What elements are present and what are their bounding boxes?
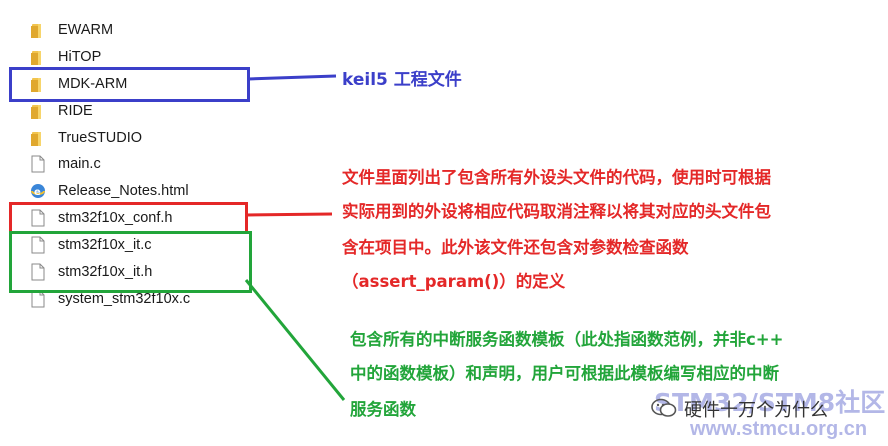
file-name: stm32f10x_it.h — [58, 264, 153, 280]
file-name: Release_Notes.html — [58, 183, 189, 199]
file-row-release-notes-html[interactable]: e Release_Notes.html — [30, 179, 260, 203]
blue-connector — [248, 74, 337, 81]
file-icon — [30, 209, 46, 227]
watermark-site-title: STM32/STM8社区 — [654, 388, 886, 417]
folder-icon — [30, 21, 46, 39]
file-row-ewarm[interactable]: EWARM — [30, 18, 260, 42]
file-name: MDK-ARM — [58, 76, 128, 92]
green-connector — [244, 279, 346, 401]
file-row-truestudio[interactable]: TrueSTUDIO — [30, 126, 260, 150]
watermark-site-url: www.stmcu.org.cn — [690, 418, 868, 440]
file-row-stm32f10x-it-h[interactable]: stm32f10x_it.h — [30, 260, 260, 284]
conf-callout-line-4: （assert_param()）的定义 — [342, 272, 566, 291]
conf-callout-line-3: 含在项目中。此外该文件还包含对参数检查函数 — [342, 238, 689, 257]
wechat-icon — [651, 398, 677, 417]
file-icon — [30, 236, 46, 254]
it-callout-line-1: 包含所有的中断服务函数模板（此处指函数范例，并非c++ — [350, 330, 784, 349]
it-callout-line-2: 中的函数模板）和声明，用户可根据此模板编写相应的中断 — [350, 364, 779, 383]
folder-icon — [30, 102, 46, 120]
file-row-stm32f10x-it-c[interactable]: stm32f10x_it.c — [30, 233, 260, 257]
file-row-hitop[interactable]: HiTOP — [30, 45, 260, 69]
file-name: RIDE — [58, 103, 93, 119]
conf-callout-line-2: 实际用到的外设将相应代码取消注释以将其对应的头文件包 — [342, 202, 771, 221]
it-callout-line-3: 服务函数 — [350, 400, 416, 419]
html-file-icon: e — [30, 182, 46, 200]
keil-callout-text: keil5 工程文件 — [342, 70, 462, 90]
file-row-stm32f10x-conf-h[interactable]: stm32f10x_conf.h — [30, 206, 260, 230]
file-icon — [30, 155, 46, 173]
file-row-mdk-arm[interactable]: MDK-ARM — [30, 72, 260, 96]
file-name: stm32f10x_conf.h — [58, 210, 173, 226]
red-connector — [246, 212, 333, 217]
file-row-system-stm32f10x-c[interactable]: system_stm32f10x.c — [30, 287, 260, 311]
file-name: HiTOP — [58, 49, 102, 65]
file-name: system_stm32f10x.c — [58, 291, 191, 307]
file-row-ride[interactable]: RIDE — [30, 99, 260, 123]
svg-text:e: e — [34, 187, 41, 198]
mdk-arm-highlight-box — [9, 67, 250, 102]
watermark-wechat-badge — [651, 397, 677, 419]
file-name: main.c — [58, 156, 101, 172]
conf-h-highlight-box — [9, 202, 248, 234]
file-name: stm32f10x_it.c — [58, 237, 152, 253]
watermark-channel-name: 硬件十万个为什么 — [684, 400, 828, 421]
folder-icon — [30, 48, 46, 66]
folder-icon — [30, 129, 46, 147]
folder-icon — [30, 75, 46, 93]
file-icon — [30, 263, 46, 281]
it-files-highlight-box — [9, 231, 252, 293]
conf-callout-line-1: 文件里面列出了包含所有外设头文件的代码，使用时可根据 — [342, 168, 771, 187]
file-row-main-c[interactable]: main.c — [30, 152, 260, 176]
file-name: TrueSTUDIO — [58, 130, 143, 146]
file-name: EWARM — [58, 22, 114, 38]
